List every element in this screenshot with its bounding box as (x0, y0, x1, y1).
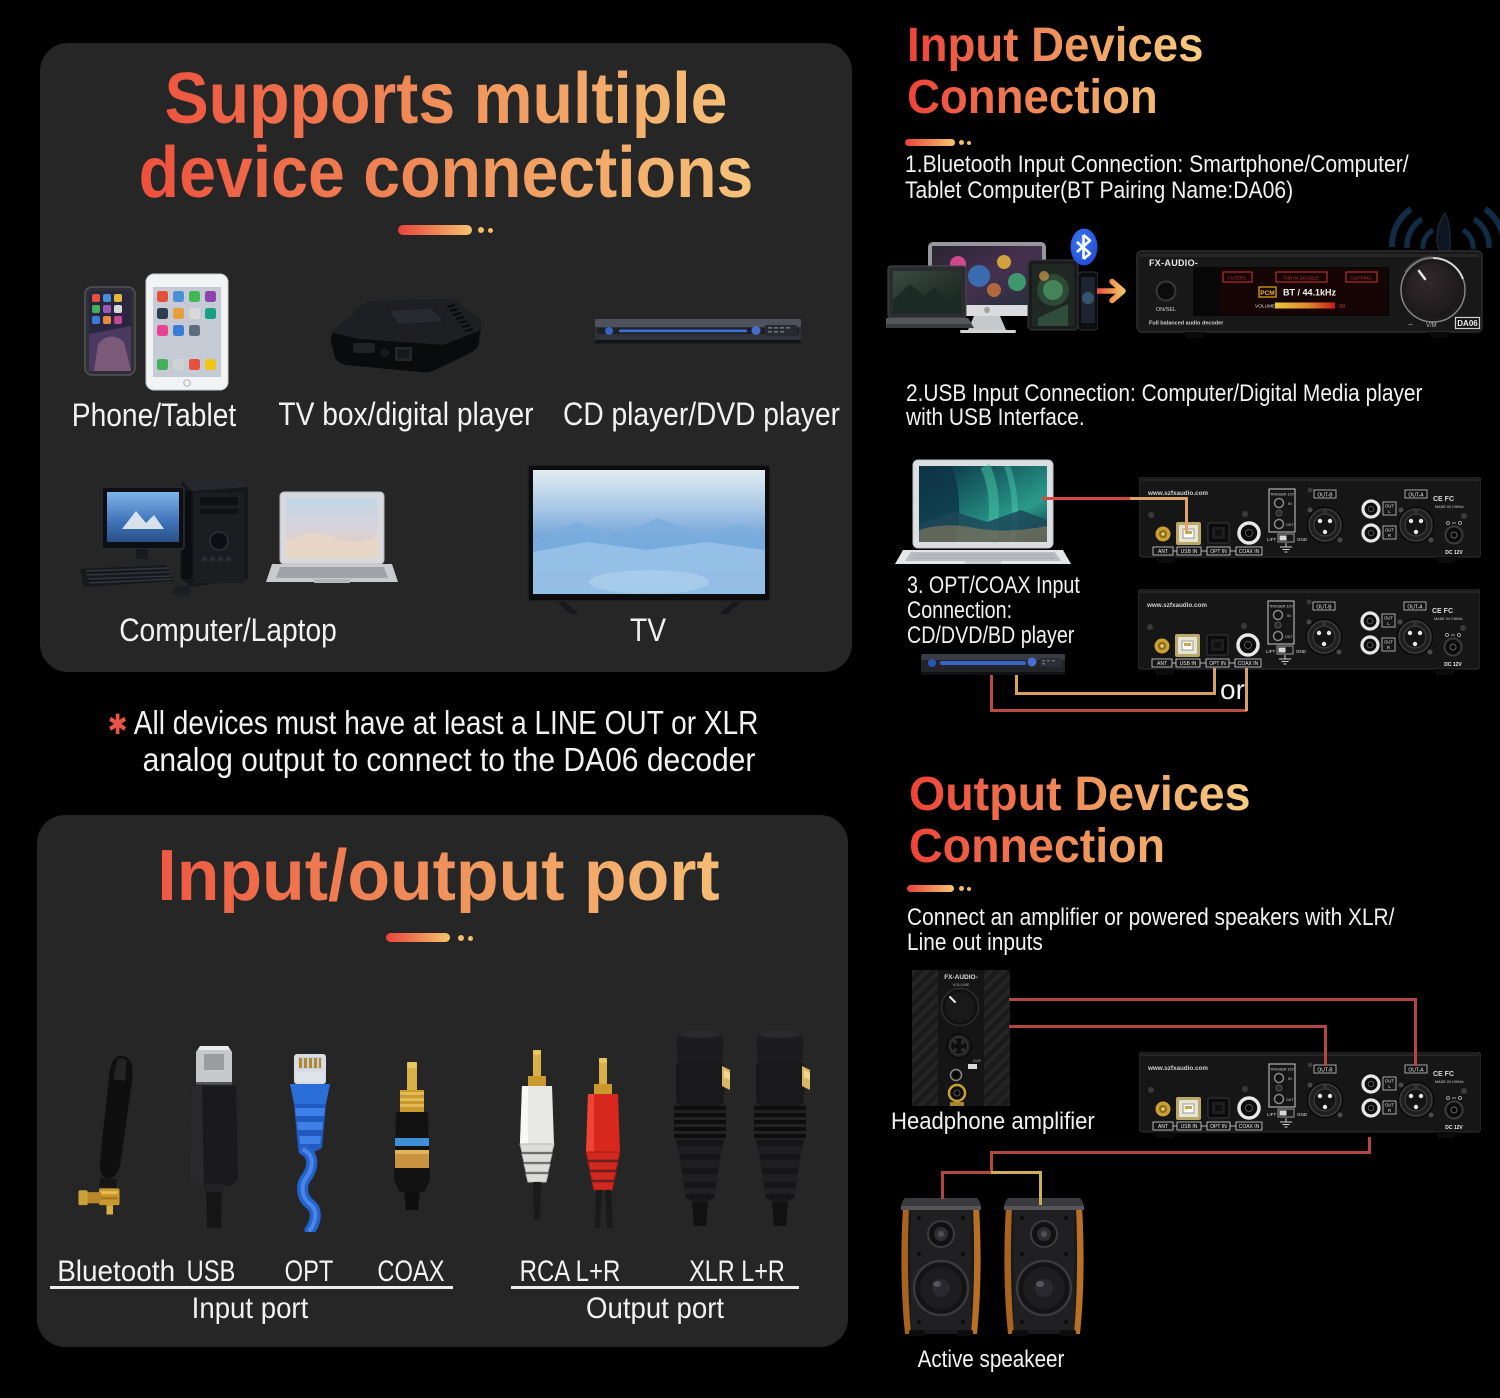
svg-text:V/M: V/M (1426, 323, 1437, 329)
svg-text:−: − (1408, 320, 1413, 329)
svg-text:99: 99 (1339, 304, 1345, 310)
svg-text:DA06: DA06 (1457, 319, 1478, 328)
svg-text:FILTER1: FILTER1 (1228, 276, 1246, 281)
svg-text:CLIPPING: CLIPPING (1350, 276, 1372, 281)
svg-text:BT / 44.1kHz: BT / 44.1kHz (1283, 288, 1337, 298)
svg-text:VOLUME: VOLUME (953, 982, 970, 987)
svg-text:XLR: XLR (973, 1058, 981, 1063)
svg-text:ON/SEL: ON/SEL (1156, 307, 1176, 313)
svg-text:PCM: PCM (1260, 290, 1274, 297)
svg-text:THD+N DISABLE: THD+N DISABLE (1283, 276, 1319, 281)
svg-text:Full balanced audio decoder: Full balanced audio decoder (1149, 321, 1224, 327)
svg-text:VOLUME: VOLUME (1255, 304, 1275, 310)
svg-text:FX-AUDIO-: FX-AUDIO- (944, 974, 978, 981)
svg-text:FX-AUDIO-: FX-AUDIO- (1149, 258, 1198, 268)
